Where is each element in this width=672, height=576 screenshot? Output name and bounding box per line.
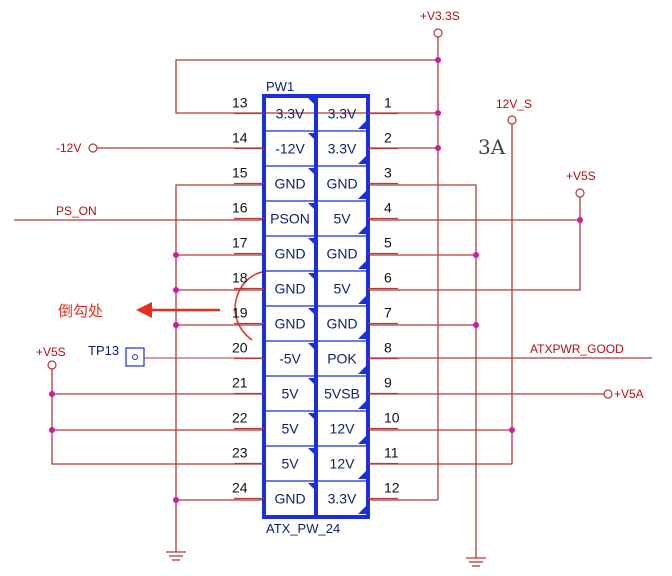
pin-label-left: GND bbox=[274, 316, 305, 332]
pin-label-left: GND bbox=[274, 281, 305, 297]
pin-label-right: 5V bbox=[333, 211, 351, 227]
pin-number-left: 16 bbox=[232, 200, 248, 216]
net-label-neg12: -12V bbox=[56, 141, 81, 155]
net-label-v5s-left: +V5S bbox=[36, 345, 66, 359]
pin-label-right: 3.3V bbox=[328, 491, 357, 507]
pin-label-left: PSON bbox=[270, 211, 310, 227]
pin-number-left: 22 bbox=[232, 410, 248, 426]
net-terminal-v5a bbox=[603, 389, 613, 399]
net-terminal-12v-s bbox=[507, 115, 517, 125]
pin-label-left: 3.3V bbox=[276, 106, 305, 122]
tp13-label: TP13 bbox=[88, 343, 119, 358]
tp13-testpoint bbox=[125, 347, 145, 367]
annotation-arrow bbox=[136, 302, 152, 318]
pin-number-right: 1 bbox=[384, 95, 392, 111]
net-label-v5a: +V5A bbox=[614, 387, 644, 401]
note-3a: 3A bbox=[478, 135, 506, 159]
pin-number-right: 12 bbox=[384, 480, 400, 496]
net-terminal-v5s-left bbox=[47, 360, 57, 370]
net-label-atxpwr-good: ATXPWR_GOOD bbox=[530, 342, 624, 356]
pin-label-left: 5V bbox=[281, 456, 299, 472]
net-label-12v-s: 12V_S bbox=[496, 97, 532, 111]
pin-label-right: 3.3V bbox=[328, 141, 357, 157]
pin-label-right: GND bbox=[326, 316, 357, 332]
pin-label-left: -12V bbox=[275, 141, 305, 157]
pin-number-left: 19 bbox=[232, 305, 248, 321]
pin-number-right: 10 bbox=[384, 410, 400, 426]
ground-symbol-right bbox=[466, 557, 486, 567]
net-label-v5s-right: +V5S bbox=[566, 169, 596, 183]
pin-number-right: 3 bbox=[384, 165, 392, 181]
pin-label-right: 5VSB bbox=[324, 386, 360, 402]
pin-label-left: GND bbox=[274, 246, 305, 262]
pin-number-right: 2 bbox=[384, 130, 392, 146]
net-label-ps-on: PS_ON bbox=[56, 204, 97, 218]
pin-label-right: GND bbox=[326, 176, 357, 192]
pin-label-right: 5V bbox=[333, 281, 351, 297]
pin-label-left: -5V bbox=[279, 351, 301, 367]
pin-label-right: 12V bbox=[330, 421, 356, 437]
pin-label-left: GND bbox=[274, 491, 305, 507]
pin-number-left: 24 bbox=[232, 480, 248, 496]
pin-number-right: 6 bbox=[384, 270, 392, 286]
ground-symbol-left bbox=[166, 551, 186, 561]
pin-number-left: 21 bbox=[232, 375, 248, 391]
pin-number-left: 14 bbox=[232, 130, 248, 146]
pin-number-left: 23 bbox=[232, 445, 248, 461]
pin-number-left: 13 bbox=[232, 95, 248, 111]
pin-number-right: 5 bbox=[384, 235, 392, 251]
pin-number-right: 9 bbox=[384, 375, 392, 391]
pin-number-right: 4 bbox=[384, 200, 392, 216]
pin-number-left: 15 bbox=[232, 165, 248, 181]
pin-label-left: GND bbox=[274, 176, 305, 192]
part-ref: PW1 bbox=[266, 79, 294, 94]
pin-number-left: 18 bbox=[232, 270, 248, 286]
net-terminal-v5s-right bbox=[575, 188, 585, 198]
pin-number-right: 7 bbox=[384, 305, 392, 321]
pin-label-right: POK bbox=[327, 351, 357, 367]
pin-label-left: 5V bbox=[281, 386, 299, 402]
pin-number-right: 11 bbox=[384, 445, 399, 461]
pin-number-left: 20 bbox=[232, 340, 248, 356]
net-terminal-v3-3s bbox=[433, 28, 443, 38]
pin-label-right: 12V bbox=[330, 456, 356, 472]
net-terminal-neg12 bbox=[88, 143, 98, 153]
pin-number-left: 17 bbox=[232, 235, 248, 251]
pin-label-right: 3.3V bbox=[328, 106, 357, 122]
part-name: ATX_PW_24 bbox=[266, 521, 340, 536]
note-latch: 倒勾处 bbox=[58, 302, 103, 320]
pin-label-right: GND bbox=[326, 246, 357, 262]
net-label-v3-3s: +V3.3S bbox=[420, 9, 460, 23]
pin-label-left: 5V bbox=[281, 421, 299, 437]
pin-number-right: 8 bbox=[384, 340, 392, 356]
